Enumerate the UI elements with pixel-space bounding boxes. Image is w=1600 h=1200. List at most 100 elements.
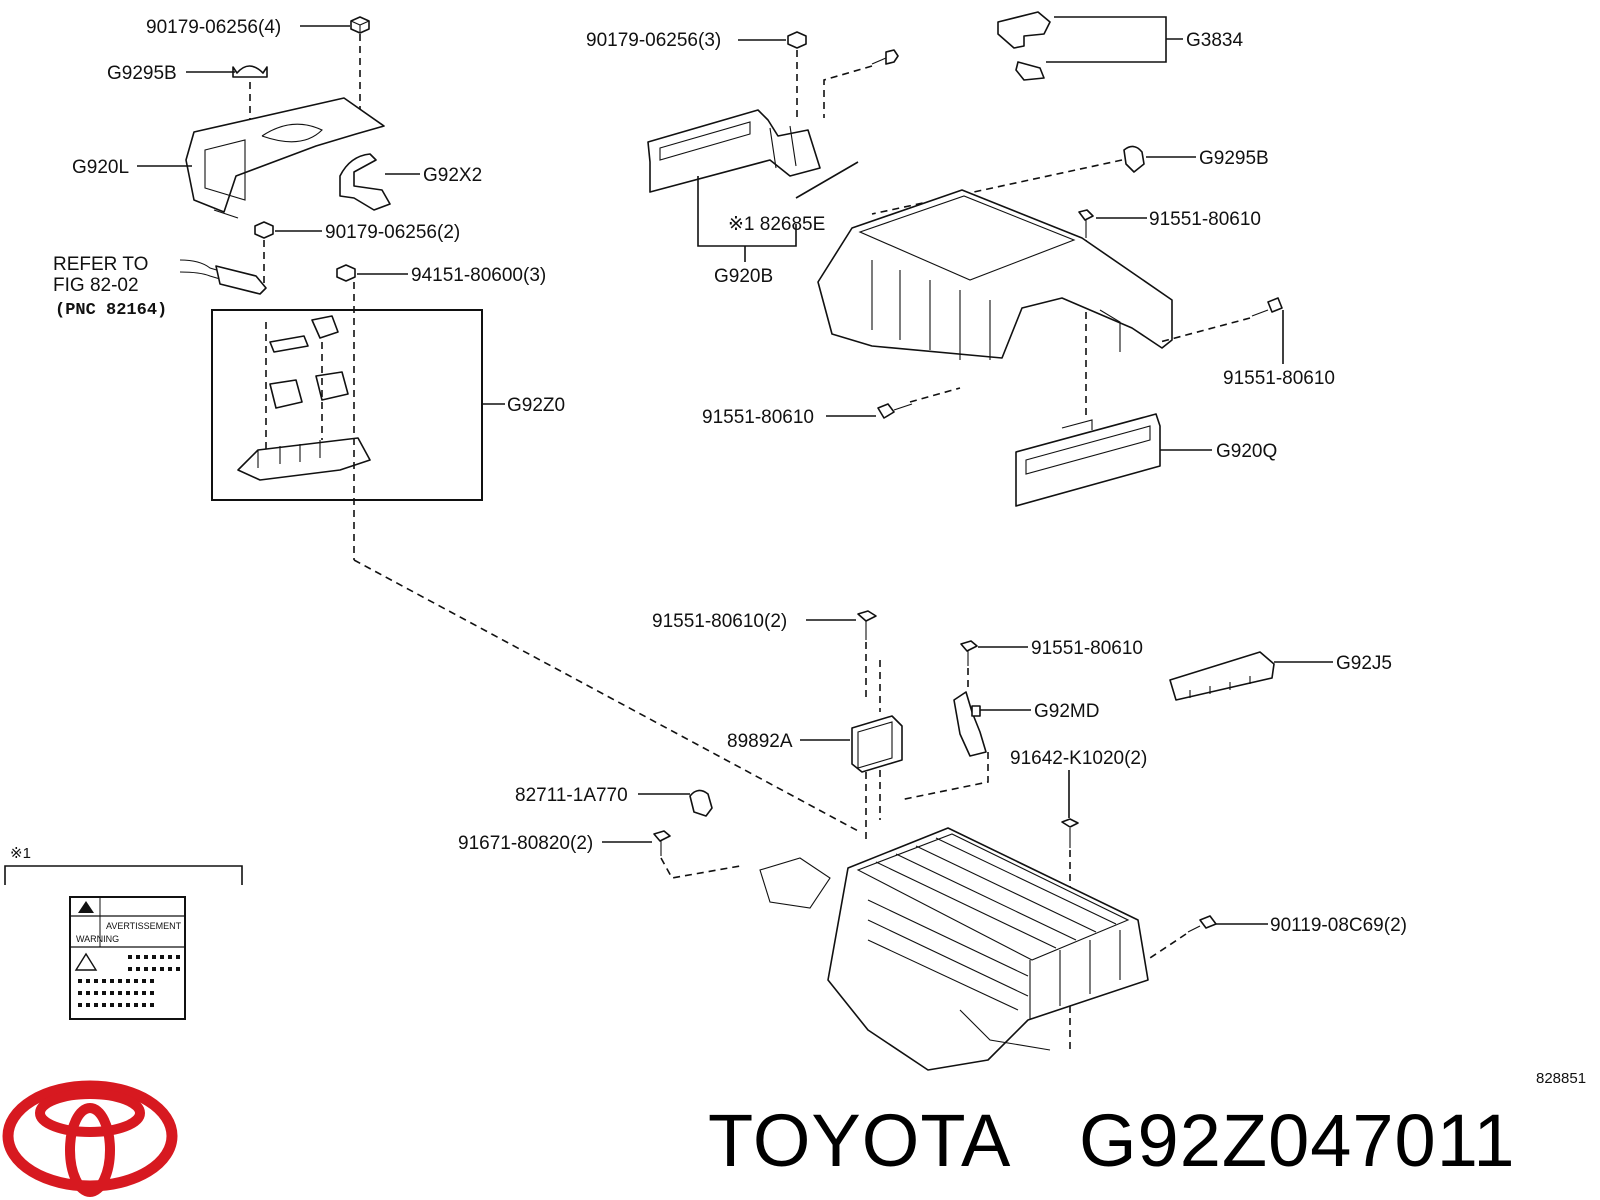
label-g920l: G920L xyxy=(72,157,129,178)
warning-dot xyxy=(86,979,90,983)
warning-dot xyxy=(118,1003,122,1007)
note-mark: ※1 xyxy=(10,845,31,862)
nut-94151-80600-icon xyxy=(336,264,356,282)
label-90179-06256-2: 90179-06256(2) xyxy=(325,222,460,243)
label-91551-80610-2: 91551-80610(2) xyxy=(652,611,787,632)
ecu-89892a-icon xyxy=(851,715,903,773)
warning-dot xyxy=(118,991,122,995)
label-91551-80610-c: 91551-80610 xyxy=(702,407,814,428)
warning-dot xyxy=(142,979,146,983)
bolt-91551-80610-2-icon xyxy=(857,610,877,640)
warning-dot xyxy=(78,979,82,983)
nut-90179-06256-top-icon xyxy=(350,16,370,34)
warning-dot xyxy=(110,991,114,995)
bolt-90119-08c69-icon xyxy=(1187,915,1217,933)
label-91551-80610-a: 91551-80610 xyxy=(1149,209,1261,230)
hybrid-battery-pack-icon xyxy=(759,827,1149,1071)
grommet-82711-1a770-icon xyxy=(689,789,713,817)
label-94151-80600-3: 94151-80600(3) xyxy=(411,265,546,286)
battery-cover-icon xyxy=(817,189,1173,360)
label-91671-80820-2: 91671-80820(2) xyxy=(458,833,593,854)
label-91551-80610-d: 91551-80610 xyxy=(1031,638,1143,659)
bolt-91551-80610-a-icon xyxy=(1078,209,1094,238)
label-g9295b-right: G9295B xyxy=(1199,148,1269,169)
toyota-logo-icon xyxy=(2,1080,178,1197)
trim-g92j5-icon xyxy=(1169,651,1275,701)
warning-avert-text: AVERTISSEMENT xyxy=(106,921,182,931)
warning-dot xyxy=(110,979,114,983)
warning-dot xyxy=(176,955,180,959)
label-90179-06256-3: 90179-06256(3) xyxy=(586,30,721,51)
drawing-number: 828851 xyxy=(1536,1070,1586,1087)
label-90119-08c69-2: 90119-08C69(2) xyxy=(1270,915,1407,936)
warning-dot xyxy=(152,955,156,959)
label-82685e: ※1 82685E xyxy=(728,214,825,235)
warning-dot xyxy=(168,967,172,971)
warning-dot xyxy=(168,955,172,959)
warning-dot xyxy=(134,979,138,983)
relay-assembly-box xyxy=(211,309,483,501)
connector-cable-icon xyxy=(179,259,267,295)
warning-dot xyxy=(150,1003,154,1007)
label-g9295b-left: G9295B xyxy=(107,63,177,84)
label-89892a: 89892A xyxy=(727,731,793,752)
warning-dot xyxy=(144,967,148,971)
warning-dot xyxy=(94,979,98,983)
warning-dot xyxy=(134,1003,138,1007)
warning-dot xyxy=(160,967,164,971)
bracket-g92md-icon xyxy=(953,691,987,757)
warning-label-plate: AVERTISSEMENT WARNING xyxy=(69,896,186,1020)
warning-dot xyxy=(94,1003,98,1007)
caution-triangle-icon xyxy=(74,952,98,971)
bolt-top-middle-icon xyxy=(871,49,899,65)
label-90179-06256-4: 90179-06256(4) xyxy=(146,17,281,38)
label-g92z0: G92Z0 xyxy=(507,395,565,416)
label-g920b: G920B xyxy=(714,266,773,287)
warning-dot xyxy=(128,955,132,959)
warning-dot xyxy=(136,955,140,959)
warning-dot xyxy=(134,991,138,995)
warning-dot xyxy=(128,967,132,971)
relay-block-g92z0-icon xyxy=(237,315,371,481)
label-g3834: G3834 xyxy=(1186,30,1243,51)
label-g92j5: G92J5 xyxy=(1336,653,1392,674)
warning-dot xyxy=(118,979,122,983)
label-91642-k1020-2: 91642-K1020(2) xyxy=(1010,748,1147,769)
label-fig-82-02: FIG 82-02 xyxy=(53,275,139,296)
footer-brand: TOYOTA xyxy=(708,1099,1011,1182)
warning-text-dots xyxy=(78,955,180,1007)
clip-g9295b-right-icon xyxy=(1123,145,1145,173)
label-91551-80610-b: 91551-80610 xyxy=(1223,368,1335,389)
bolt-91671-80820-icon xyxy=(653,830,671,856)
warning-dot xyxy=(152,967,156,971)
warning-word-text: WARNING xyxy=(76,934,119,944)
warning-dot xyxy=(86,1003,90,1007)
warning-dot xyxy=(102,991,106,995)
label-pnc-82164: (PNC 82164) xyxy=(55,301,167,320)
bolt-91642-k1020-icon xyxy=(1061,818,1079,848)
label-g92md: G92MD xyxy=(1034,701,1099,722)
bracket-g920b-icon xyxy=(647,109,821,193)
nut-90179-06256-2-icon xyxy=(254,221,274,239)
warning-dot xyxy=(136,967,140,971)
warning-dot xyxy=(102,1003,106,1007)
warning-dot xyxy=(160,955,164,959)
warning-dot xyxy=(78,1003,82,1007)
warning-dot xyxy=(78,991,82,995)
warning-dot xyxy=(102,979,106,983)
warning-dot xyxy=(86,991,90,995)
warning-dot xyxy=(126,979,130,983)
sensor-g3834-icon xyxy=(997,11,1051,81)
footer-part-number: G92Z047011 xyxy=(1079,1099,1516,1182)
warning-dot xyxy=(110,1003,114,1007)
warning-dot xyxy=(150,991,154,995)
warning-triangle-icon xyxy=(78,901,94,913)
warning-dot xyxy=(142,1003,146,1007)
label-82711-1a770: 82711-1A770 xyxy=(515,785,628,806)
warning-dot xyxy=(126,1003,130,1007)
warning-dot xyxy=(142,991,146,995)
cover-g920l-icon xyxy=(185,97,385,219)
label-g920q: G920Q xyxy=(1216,441,1277,462)
